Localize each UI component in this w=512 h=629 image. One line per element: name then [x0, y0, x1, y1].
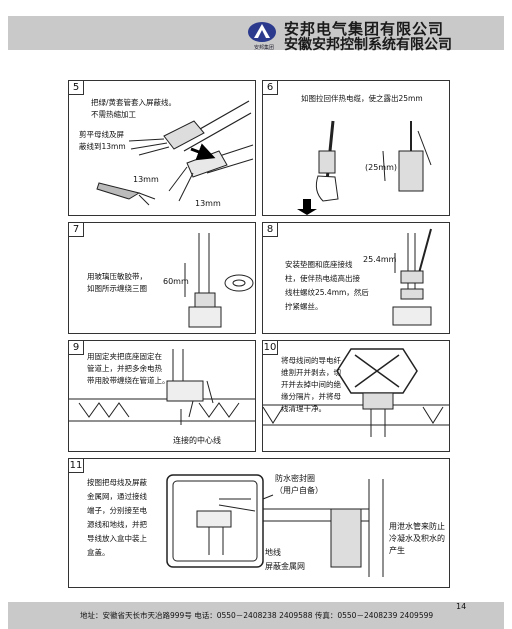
seal-ring-note: （用户自备）	[275, 486, 323, 495]
company-logo	[248, 22, 276, 42]
step-10-illustration	[263, 348, 449, 437]
footer-address: 地址：安徽省天长市天冶路999号 电话：0550－2408238 2409588…	[80, 611, 434, 620]
drain-note-1: 用泄水管来防止	[389, 522, 445, 531]
step-panel-11: 11 按图把母线及屏蔽 金属网，通过接线 端子，分别接至电 源线和地线，并把 导…	[68, 458, 450, 588]
step-11-text-4: 源线和地线，并把	[87, 520, 147, 529]
step-7-text-1: 用玻璃压敏胶带，	[87, 272, 147, 281]
drain-note-3: 产生	[389, 546, 405, 555]
footer-bar	[8, 602, 504, 629]
step-10-text-1: 将母线间的导电纤	[281, 356, 341, 365]
step-number: 10	[263, 341, 278, 355]
step-6-illustration	[297, 120, 432, 215]
step-panel-6: 6 如图拉回伴热电缆，使之露出25mm (25mm)	[262, 80, 450, 216]
page-number: 14	[456, 602, 467, 611]
drain-note-2: 冷凝水及积水的	[389, 534, 445, 543]
step-7-text-2: 如图所示缠绕三圈	[87, 284, 147, 293]
step-6-text-1: 如图拉回伴热电缆，使之露出25mm	[301, 94, 423, 103]
step-panel-7: 7 用玻璃压敏胶带， 如图所示缠绕三圈 60mm	[68, 222, 256, 334]
step-8-text-3: 线柱螺纹25.4mm，然后	[285, 288, 369, 297]
company-name-1: 安邦电气集团有限公司	[284, 20, 445, 38]
step-number: 9	[69, 341, 84, 355]
logo-text: 安邦集团	[253, 45, 274, 51]
step-10-text-4: 缘分隔片，并将母	[281, 392, 341, 401]
step-11-text-6: 盒盖。	[87, 548, 110, 557]
center-line-label: 连接的中心线	[173, 436, 221, 445]
company-name-2: 安徽安邦控制系统有限公司	[284, 37, 452, 53]
step-10-text-3: 开并去掉中间的绝	[281, 380, 341, 389]
step-number: 7	[69, 223, 84, 237]
step-number: 6	[263, 81, 278, 95]
step-10-text-5: 线清理干净。	[281, 404, 326, 413]
step-10-text-2: 维割开并剥去，切	[281, 368, 341, 377]
step-11-text-2: 金属网，通过接线	[87, 492, 147, 501]
step-panel-5: 5 把绿/黄套管套入屏蔽线。 不需热缩加工 剪平母线及屏 蔽线到13mm 13m…	[68, 80, 256, 216]
step-9-illustration	[69, 349, 255, 425]
step-9-text-1: 用固定夹把底座固定在	[87, 352, 162, 361]
dim-13mm-b: 13mm	[195, 199, 221, 208]
step-panel-8: 8 安装垫圈和底座接线 柱，使伴热电缆高出接 线柱螺纹25.4mm，然后 拧紧螺…	[262, 222, 450, 334]
step-11-text-5: 导线放入盒中装上	[87, 534, 147, 543]
step-7-illustration	[184, 233, 254, 328]
dim-60mm: 60mm	[163, 277, 189, 286]
step-5-text-3: 剪平母线及屏	[79, 130, 124, 139]
step-5-text-1: 把绿/黄套管套入屏蔽线。	[91, 98, 177, 107]
step-5-text-4: 蔽线到13mm	[79, 142, 126, 151]
step-11-text-3: 端子，分别接至电	[87, 506, 147, 515]
step-11-text-1: 按图把母线及屏蔽	[87, 478, 147, 487]
step-number: 11	[69, 459, 84, 473]
step-8-text-2: 柱，使伴热电缆高出接	[285, 274, 360, 283]
step-number: 5	[69, 81, 84, 95]
shield-mesh-label: 屏蔽金属网	[265, 562, 305, 571]
step-number: 8	[263, 223, 278, 237]
dim-25-4mm: 25.4mm	[363, 255, 397, 264]
step-9-text-2: 管道上，并把多余电热	[87, 364, 162, 373]
step-panel-10: 10 将母线间的导电纤 维割开并剥去，切 开并去掉中间的绝 缘分隔片，并将母 线…	[262, 340, 450, 452]
step-panel-9: 9 用固定夹把底座固定在 管道上，并把多余电热 带用胶带缠绕在管道上。 连接的中…	[68, 340, 256, 452]
step-8-text-4: 拧紧螺丝。	[285, 302, 323, 311]
dim-13mm-a: 13mm	[133, 175, 159, 184]
step-9-text-3: 带用胶带缠绕在管道上。	[87, 376, 170, 385]
step-11-illustration	[166, 474, 384, 577]
ground-wire-label: 地线	[265, 548, 281, 557]
step-5-text-2: 不需热缩加工	[91, 110, 136, 119]
step-5-illustration	[96, 100, 254, 206]
step-8-text-1: 安装垫圈和底座接线	[285, 260, 353, 269]
step-8-illustration	[392, 228, 432, 326]
dim-25mm: (25mm)	[365, 163, 398, 172]
seal-ring-label: 防水密封圈	[275, 474, 315, 483]
